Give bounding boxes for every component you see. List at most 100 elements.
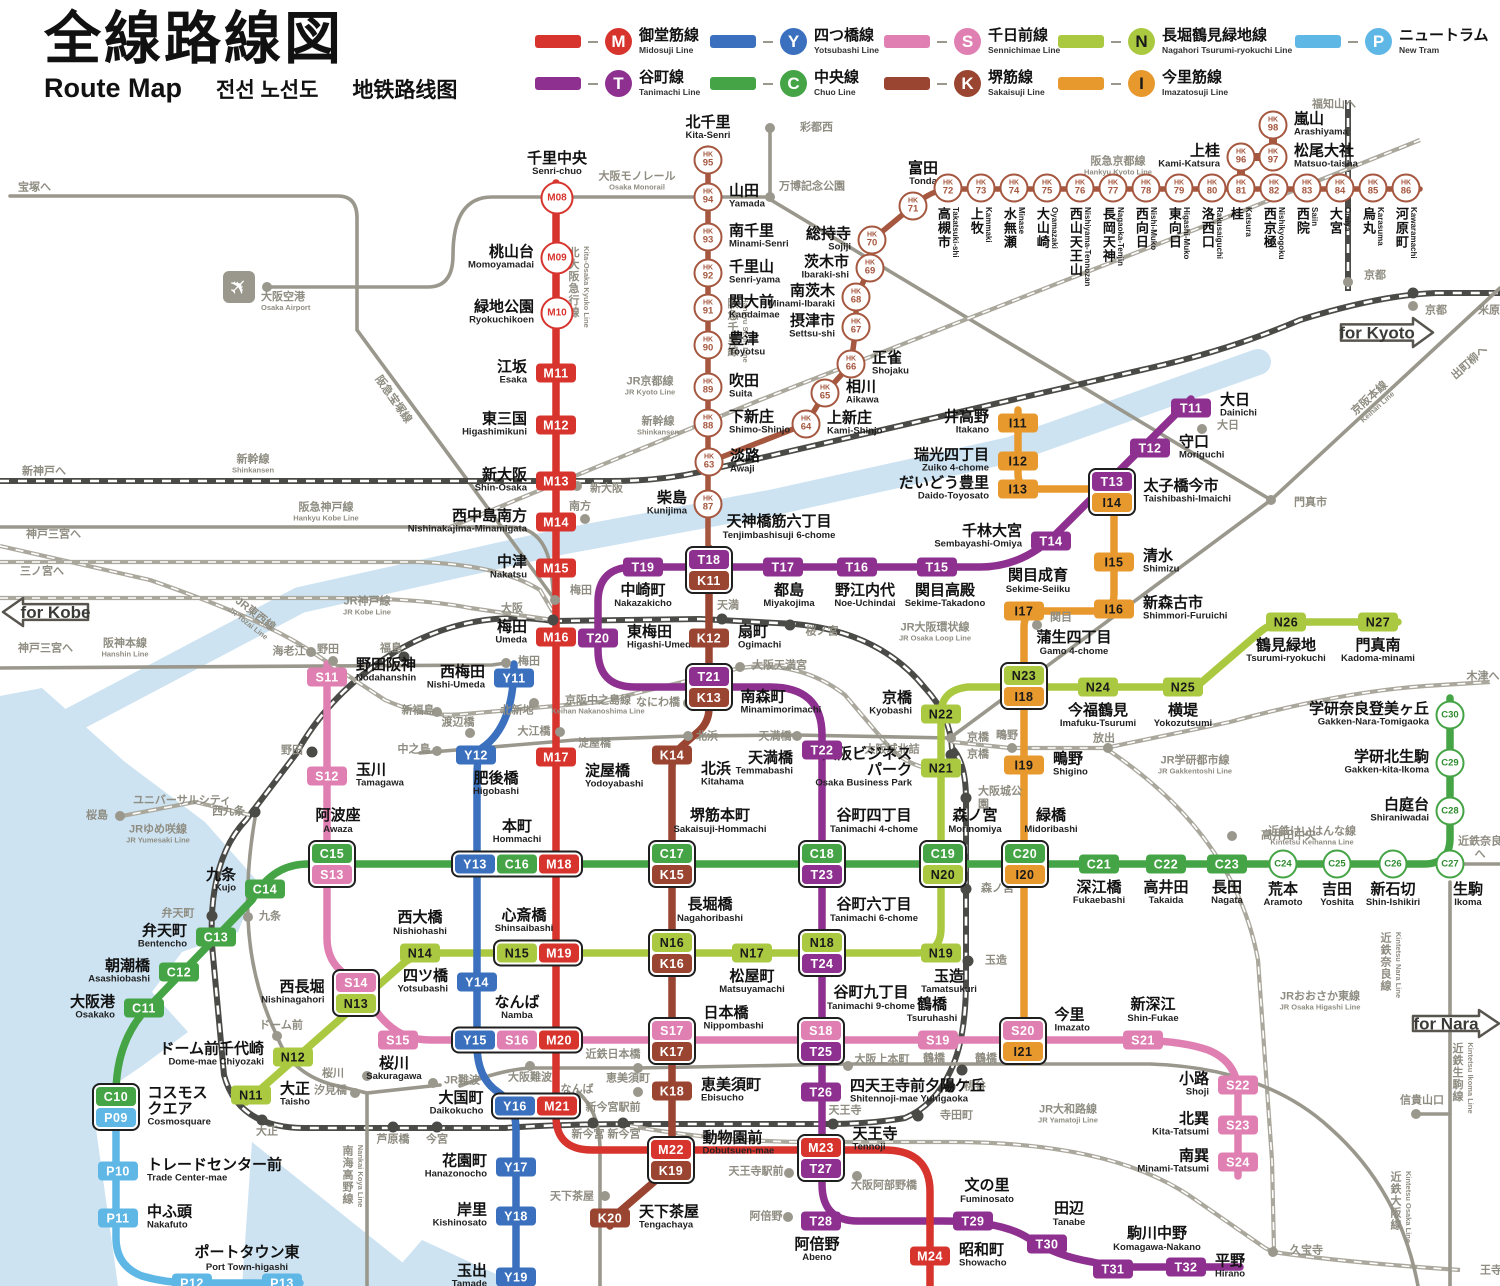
badge-M16: M16 — [536, 627, 576, 647]
station-dot-gray — [580, 514, 590, 524]
station-dot-jr — [716, 613, 728, 625]
rail-label: 大正 — [256, 1125, 278, 1138]
station-M09: M09 — [540, 241, 574, 275]
station-I16: I16 — [1094, 599, 1134, 619]
station-T32: T32 — [1166, 1257, 1206, 1277]
rail-label: 関目 — [1050, 611, 1072, 624]
rail-label: 天王寺 — [828, 1104, 862, 1117]
station-I19: I19 — [1004, 755, 1044, 775]
badge-K20: K20 — [590, 1208, 630, 1228]
badge-N12: N12 — [273, 1047, 313, 1067]
station-dot-jr — [206, 910, 218, 922]
station-C24: C24 — [1268, 849, 1298, 879]
station-dot-gray — [1343, 277, 1353, 287]
badge-T16: T16 — [837, 557, 877, 577]
rail-label: 梅田 — [570, 584, 592, 597]
badge-T13: T13 — [1092, 472, 1132, 491]
station-N12: N12 — [273, 1047, 313, 1067]
station-I17: I17 — [1004, 601, 1044, 621]
rail-dash-jr-osaka-higashi — [1107, 749, 1275, 1251]
station-dot-jr — [547, 614, 559, 626]
station-T26: T26 — [801, 1082, 841, 1102]
rail-label: 鶴橋 — [975, 1052, 997, 1065]
rail-label: 新今宮駅前 — [585, 1101, 641, 1114]
rail-label: 中之島 — [397, 743, 431, 756]
legend-swatch-Y — [710, 35, 756, 48]
rail-label: 天下茶屋 — [550, 1190, 594, 1203]
badge-T23: T23 — [802, 865, 842, 884]
rail-label: 弁天町 — [161, 907, 195, 920]
badge-T19: T19 — [623, 557, 663, 577]
rail-dash-jr-kobe-line — [0, 597, 554, 621]
badge-P11: P11 — [98, 1208, 138, 1228]
badge-T30: T30 — [1027, 1234, 1067, 1254]
station-dot-jr — [956, 1064, 968, 1076]
station-Y14: Y14 — [457, 972, 497, 992]
station-dot-gray — [1032, 620, 1042, 630]
badge-M15: M15 — [536, 558, 576, 578]
station-T12: T12 — [1130, 438, 1170, 458]
badge-M08: M08 — [540, 181, 574, 215]
station-dot-jr — [827, 1118, 839, 1130]
station-M16: M16 — [536, 627, 576, 647]
station-C29: C29 — [1435, 748, 1465, 778]
rail-dash-jr-tozai — [0, 545, 951, 771]
rail-label: 野田 — [281, 744, 303, 757]
badge-T24: T24 — [802, 954, 842, 973]
badge-I12: I12 — [998, 451, 1038, 471]
rail-label: 桜島 — [86, 809, 108, 822]
station-C22: C22 — [1146, 854, 1186, 874]
station-I12: I12 — [998, 451, 1038, 471]
rail-label: 福島 — [380, 642, 402, 655]
